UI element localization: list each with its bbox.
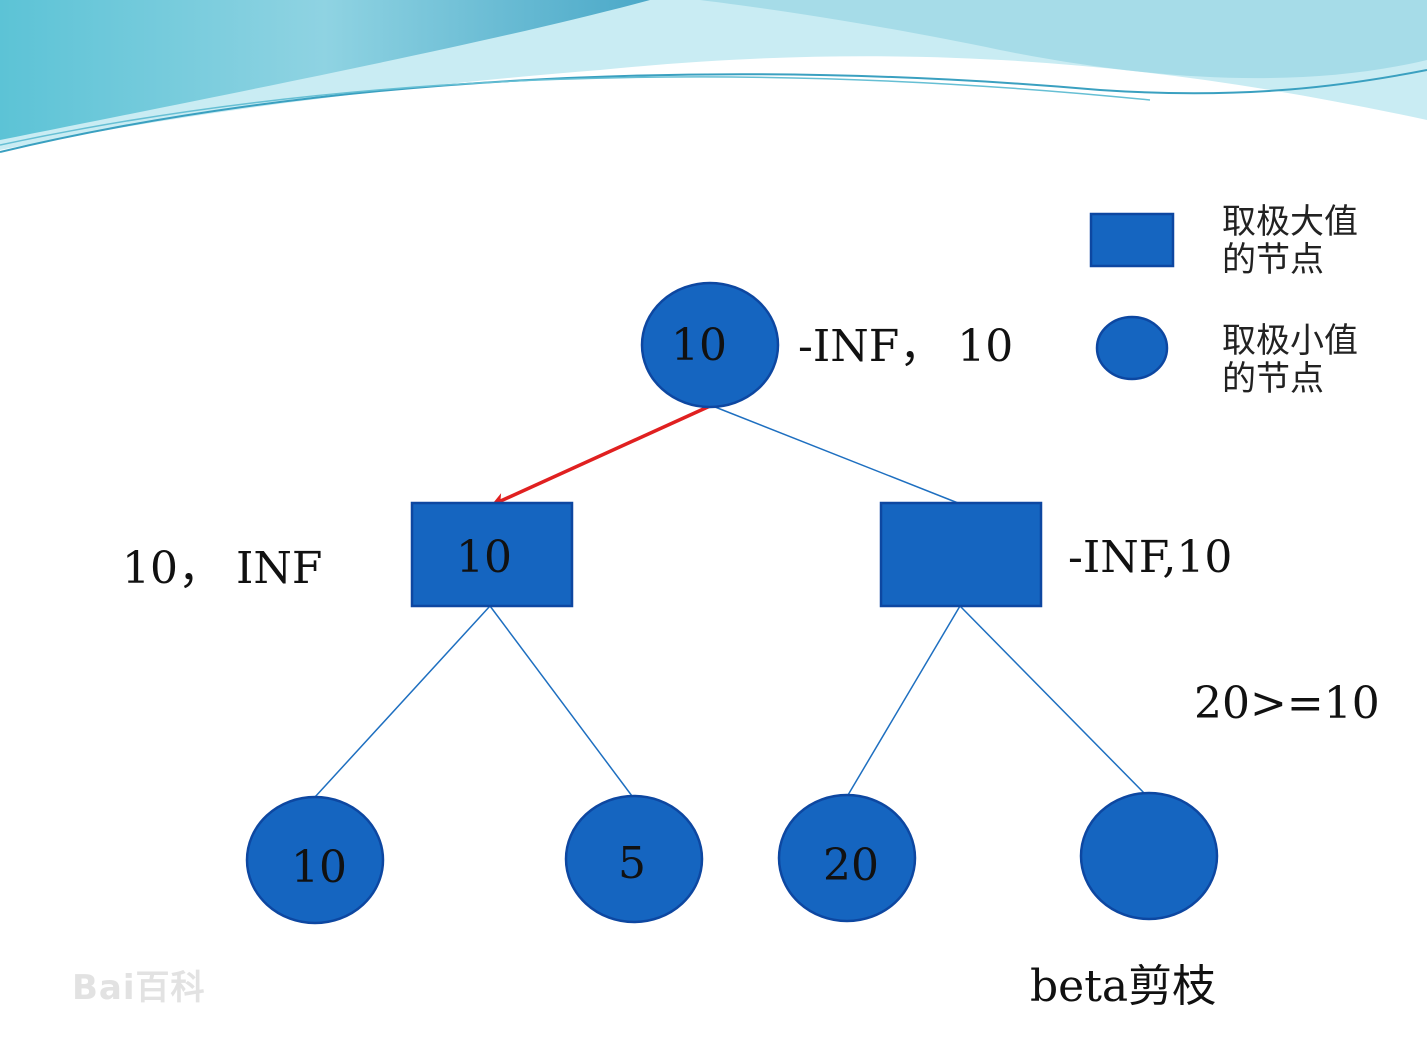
banner-wave-mid [0,0,650,140]
node-leaf-4 [1079,791,1219,921]
comparison-label: 20>=10 [1194,678,1380,729]
node-max-left-value: 10 [456,532,512,583]
left-bounds-label: 10， INF [122,543,323,594]
banner-wave-right [700,0,1427,79]
caption-label: beta剪枝 [1030,961,1217,1012]
edge-left-leaf2 [489,605,633,797]
right-bounds-label: -INF,10 [1068,532,1233,583]
node-leaf-1 [245,795,385,925]
baidu-watermark: Bai百科 [72,968,206,1008]
node-root [640,281,780,409]
edge-right-leaf3 [847,605,961,796]
root-bounds-label: -INF， 10 [798,321,1014,372]
top-banner [0,0,1427,153]
legend-max-swatch [1089,212,1175,268]
legend-shapes [1089,212,1175,381]
node-leaf-3-value: 20 [823,840,879,891]
legend-min-line-2: 的节点 [1222,359,1324,399]
node-root-value: 10 [671,320,727,371]
node-leaf-1-value: 10 [291,842,347,893]
legend-min-label: 取极小值 的节点 [1222,322,1358,398]
legend-max-line-1: 取极大值 [1222,202,1358,242]
edge-root-right [709,404,959,504]
edge-root-left-highlight [491,404,711,506]
legend-max-label: 取极大值 的节点 [1222,203,1358,279]
legend-max-line-2: 的节点 [1222,240,1324,280]
node-leaf-3 [777,793,917,923]
legend-min-swatch [1095,315,1169,381]
node-max-right [879,501,1043,608]
tree-nodes [245,281,1219,925]
banner-line-1 [0,69,1427,153]
legend-min-line-1: 取极小值 [1222,321,1358,361]
node-max-left [410,501,574,608]
node-leaf-2 [564,794,704,924]
edge-left-leaf1 [314,605,491,798]
tree-edges [314,404,1147,798]
edge-right-leaf4 [959,605,1147,796]
node-leaf-2-value: 5 [618,838,646,889]
banner-line-2 [0,76,1151,146]
